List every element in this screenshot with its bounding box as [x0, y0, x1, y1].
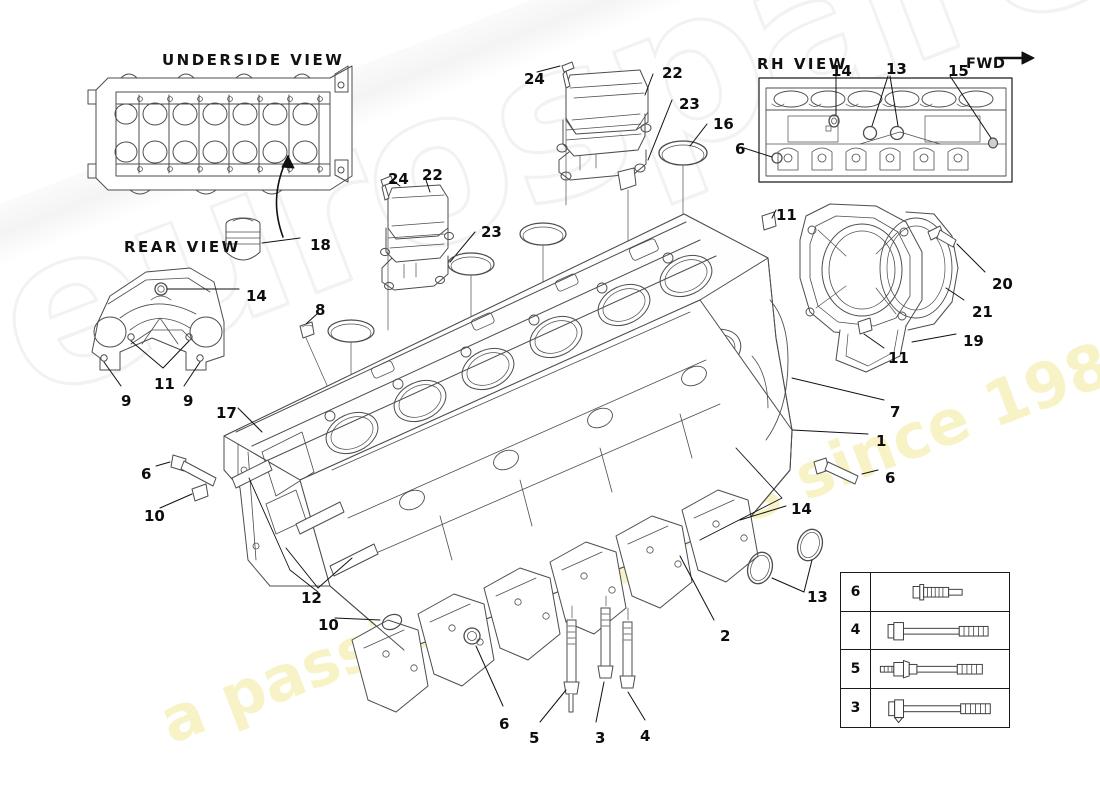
callout-number-6: 6 [499, 715, 510, 733]
callout-number-2: 2 [720, 627, 731, 645]
callout-number-1: 1 [876, 432, 887, 450]
legend-row-number: 3 [841, 688, 871, 727]
dowel-10-left [191, 483, 209, 502]
callout-number-19: 19 [963, 332, 984, 350]
callout-number-23: 23 [481, 223, 502, 241]
stud-5 [563, 619, 580, 713]
bellhousing-adapter [799, 203, 959, 373]
legend-row: 5 [841, 650, 1009, 689]
callout-number-9: 9 [121, 392, 132, 410]
underside-view-drawing [87, 65, 353, 195]
rear-view-drawing [91, 267, 225, 371]
dowel-11-bell [857, 317, 873, 335]
dowel-12c [295, 501, 345, 535]
callout-number-7: 7 [890, 403, 901, 421]
callout-number-18: 18 [310, 236, 331, 254]
callout-number-13: 13 [807, 588, 828, 606]
callout-number-5: 5 [529, 729, 540, 747]
callout-number-8: 8 [315, 301, 326, 319]
freeze-plug-13a [746, 551, 774, 585]
callout-number-11: 11 [888, 349, 909, 367]
callout-number-21: 21 [972, 303, 993, 321]
callout-number-3: 3 [595, 729, 606, 747]
callout-number-11: 11 [776, 206, 797, 224]
callout-number-10: 10 [318, 616, 339, 634]
legend-row: 4 [841, 611, 1009, 650]
legend-fastener-hex-bolt-long-icon [871, 612, 1009, 650]
callout-number-4: 4 [640, 727, 651, 745]
callout-number-12: 12 [301, 589, 322, 607]
dowel-8 [299, 321, 315, 339]
callout-number-16: 16 [713, 115, 734, 133]
seal-ring-23b [327, 319, 375, 343]
core-plug-18 [225, 217, 261, 261]
callout-number-11: 11 [154, 375, 175, 393]
seal-ring-23c [519, 222, 567, 246]
bolt-6-left [170, 454, 217, 487]
fastener-legend-table: 6 4 5 3 [840, 572, 1010, 728]
callout-number-13: 13 [886, 60, 907, 78]
legend-fastener-flanged-bolt-long-icon [871, 689, 1009, 728]
legend-row: 3 [841, 688, 1009, 728]
legend-fastener-double-ended-stud-icon [871, 650, 1009, 688]
legend-row-number: 6 [841, 573, 871, 611]
seal-ring-23a [447, 252, 495, 276]
legend-row: 6 [841, 573, 1009, 612]
plug-6-block [463, 627, 481, 645]
engine-block-main [223, 213, 793, 713]
bolt-3 [597, 607, 614, 679]
callout-number-6: 6 [735, 140, 746, 158]
rh-view-drawing [758, 77, 1013, 183]
callout-number-20: 20 [992, 275, 1013, 293]
callout-number-15: 15 [948, 62, 969, 80]
view-title-underside: UNDERSIDE VIEW [162, 51, 345, 69]
fwd-direction-label: FWD [966, 56, 1006, 72]
bolt-6-right [813, 457, 859, 485]
callout-number-10: 10 [144, 507, 165, 525]
freeze-plug-13b [796, 528, 824, 562]
callout-number-9: 9 [183, 392, 194, 410]
bolt-20 [927, 225, 957, 248]
callout-number-14: 14 [246, 287, 267, 305]
callout-number-22: 22 [422, 166, 443, 184]
cover-module-upper [556, 69, 652, 181]
callout-number-6: 6 [141, 465, 152, 483]
callout-number-17: 17 [216, 404, 237, 422]
legend-row-number: 5 [841, 650, 871, 688]
main-bearing-caps [351, 489, 759, 713]
callout-number-24: 24 [524, 70, 545, 88]
callout-number-14: 14 [831, 62, 852, 80]
callout-number-14: 14 [791, 500, 812, 518]
dowel-12a [231, 459, 273, 489]
legend-row-number: 4 [841, 611, 871, 649]
legend-fastener-flanged-bolt-short-icon [871, 573, 1009, 611]
seal-ring-16 [658, 140, 708, 166]
plug-10-block [381, 613, 403, 631]
dowel-12b [329, 543, 379, 577]
callout-number-22: 22 [662, 64, 683, 82]
bolt-24-mid [380, 175, 394, 201]
view-title-rh: RH VIEW [757, 55, 848, 73]
bolt-4 [619, 621, 636, 689]
view-title-rear: REAR VIEW [124, 238, 241, 256]
dowel-23-top [617, 167, 637, 191]
cover-module-mid [380, 184, 454, 291]
callout-number-23: 23 [679, 95, 700, 113]
callout-number-24: 24 [388, 170, 409, 188]
callout-number-6: 6 [885, 469, 896, 487]
